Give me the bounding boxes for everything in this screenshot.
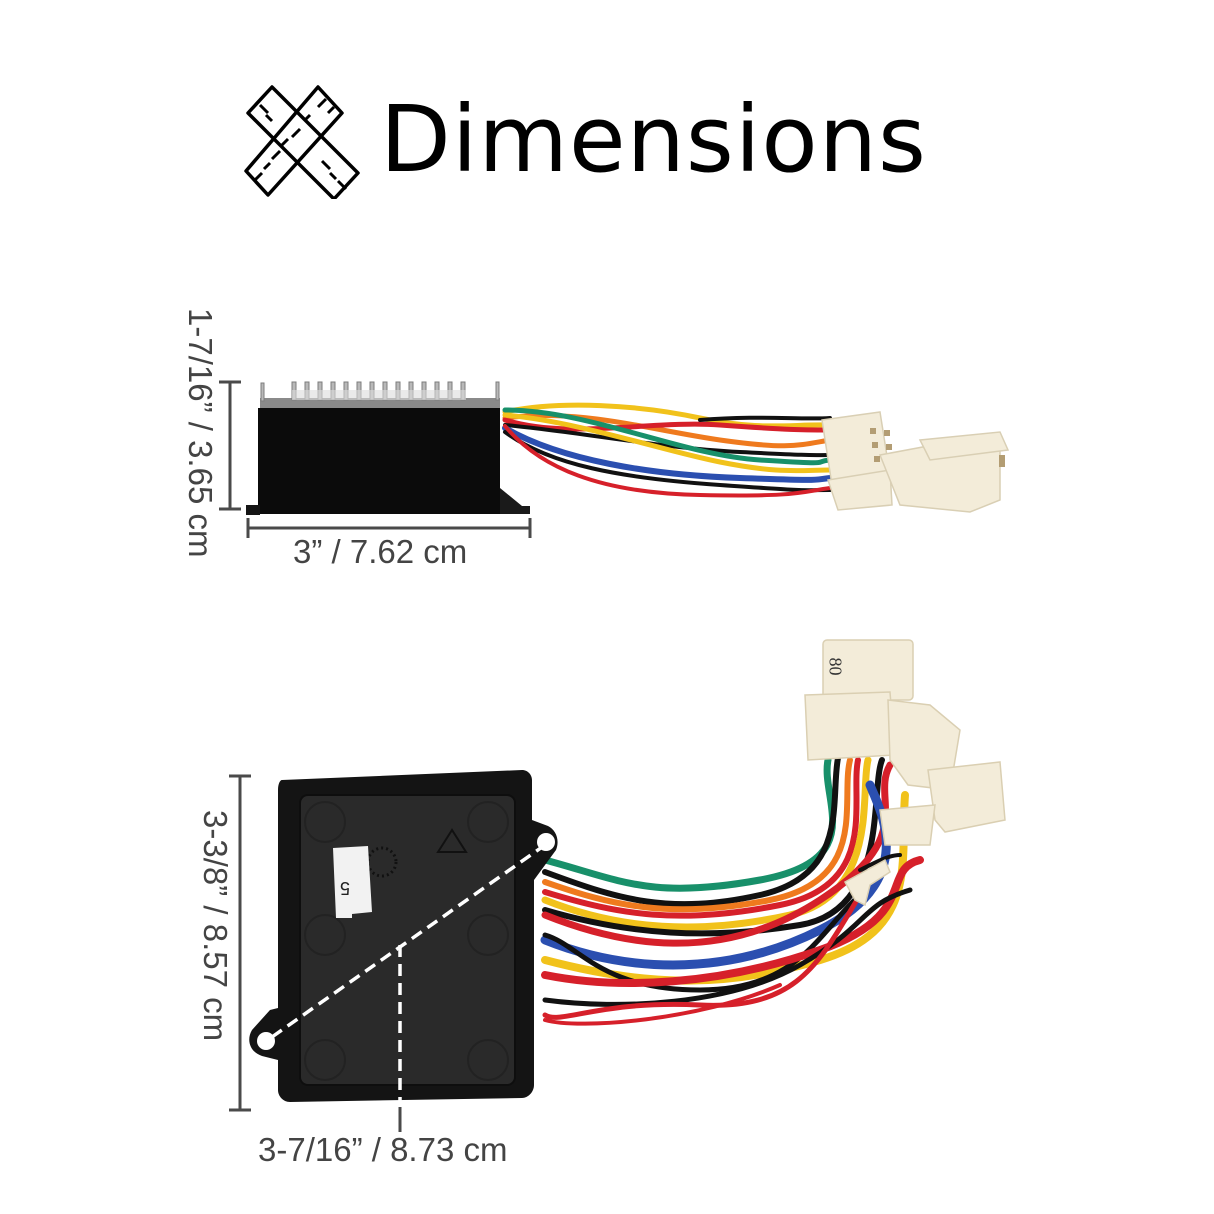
crossed-rulers-icon [244, 85, 360, 199]
page-title: Dimensions [380, 86, 927, 193]
diagonal-dashed-line [270, 843, 547, 1110]
width-dimension-line [246, 518, 532, 538]
top-height-label: 1-7/16” / 3.65 cm [182, 308, 219, 558]
connector-text: 80 [825, 657, 846, 676]
height-dimension-line [219, 380, 241, 511]
bottom-width-label: 3-7/16” / 8.73 cm [258, 1131, 508, 1168]
top-product-view: 1-7/16” / 3.65 cm 3” / 7.62 cm [182, 308, 1010, 570]
top-width-label: 3” / 7.62 cm [293, 533, 468, 570]
sticker-text: 5 [340, 878, 351, 898]
header: Dimensions [244, 80, 927, 200]
recycle-icon [436, 828, 468, 853]
height-dimension-line [229, 774, 251, 1112]
bottom-height-label: 3-3/8” / 8.57 cm [197, 810, 234, 1042]
